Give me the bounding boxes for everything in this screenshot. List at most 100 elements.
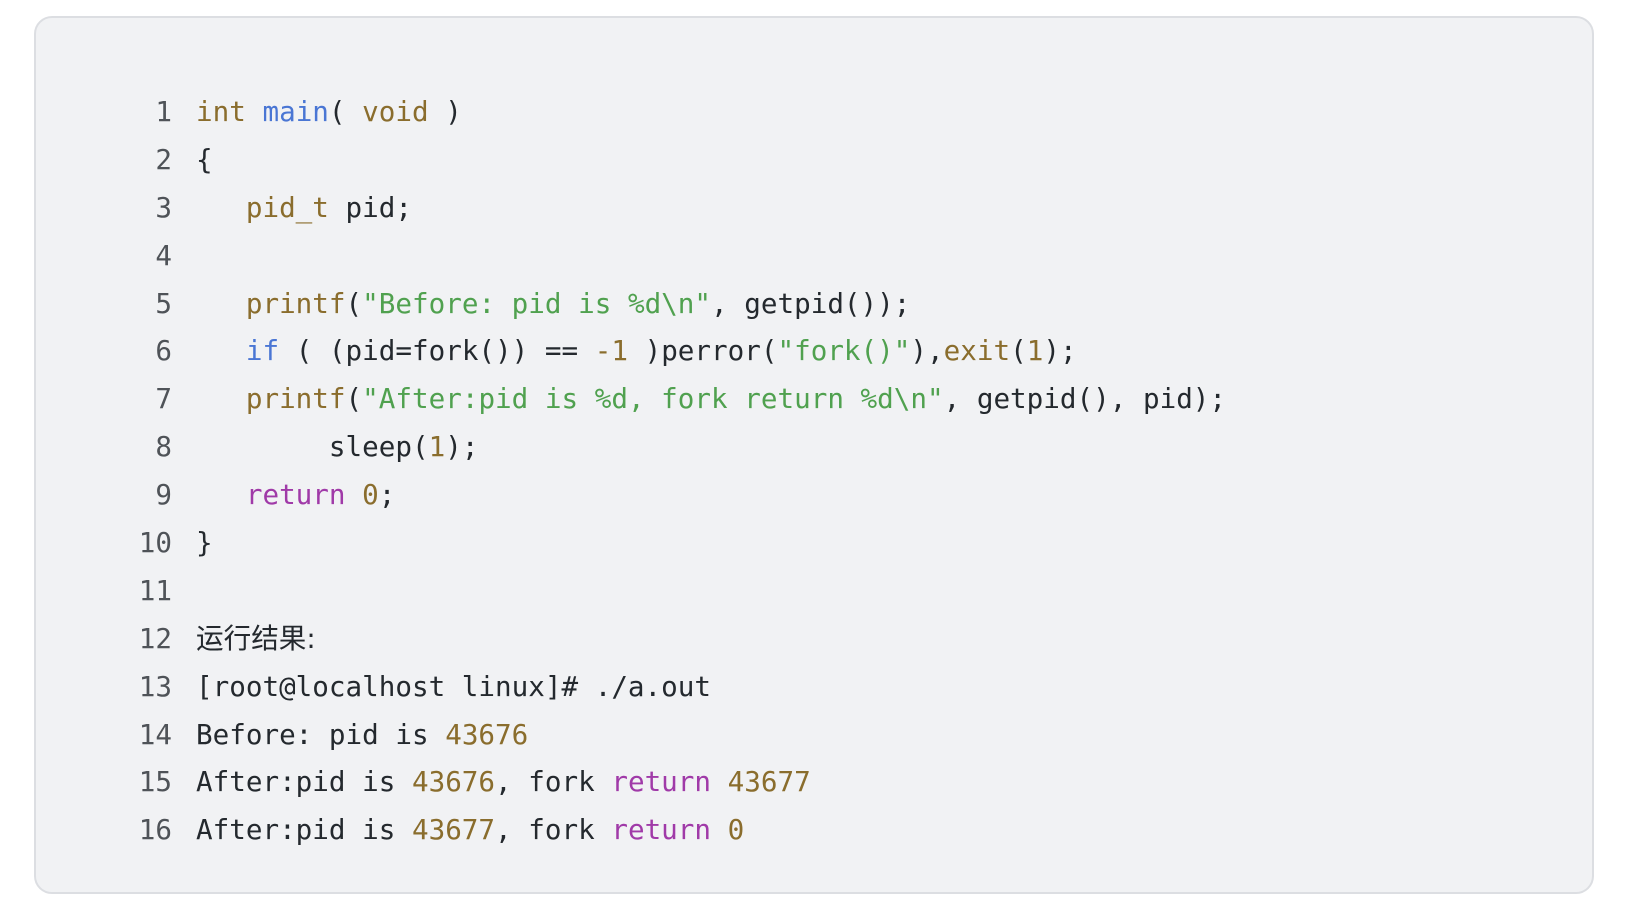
code-token: return	[611, 765, 712, 799]
line-number: 12	[138, 621, 172, 655]
code-token: }	[196, 526, 213, 560]
code-line: 14 Before: pid is 43676	[36, 711, 1592, 759]
line-number: 13	[138, 669, 172, 703]
code-token	[196, 191, 246, 224]
code-content: int main( void )	[196, 88, 462, 136]
line-number: 7	[155, 382, 172, 416]
code-content: }	[196, 519, 213, 567]
code-line: 15 After:pid is 43676, fork return 43677	[36, 758, 1592, 806]
code-token	[196, 287, 246, 320]
code-token: 1	[428, 430, 446, 464]
code-token	[246, 95, 263, 128]
code-line: 4	[36, 232, 1592, 280]
code-token: pid;	[328, 190, 412, 224]
code-token: {	[196, 142, 213, 176]
code-token: exit	[943, 334, 1011, 368]
line-number: 6	[155, 334, 172, 368]
code-content: printf("Before: pid is %d\n", getpid());	[196, 280, 911, 328]
code-token: , fork	[495, 813, 612, 847]
code-token	[711, 813, 728, 846]
code-token: , getpid());	[711, 286, 911, 320]
code-token	[346, 478, 363, 511]
code-content: After:pid is 43677, fork return 0	[196, 806, 744, 854]
code-token: )	[428, 95, 462, 128]
code-token: sleep(	[196, 430, 429, 464]
code-line: 13 [root@localhost linux]# ./a.out	[36, 663, 1592, 711]
code-token: pid_t	[245, 190, 329, 224]
line-number: 4	[155, 238, 172, 272]
line-number: 10	[138, 526, 172, 560]
code-token: "fork()"	[777, 334, 911, 368]
code-token: 43677	[411, 813, 496, 847]
code-content: if ( (pid=fork()) == -1 )perror("fork()"…	[196, 327, 1077, 375]
code-token: void	[362, 95, 429, 128]
code-content: 运行结果:	[196, 615, 316, 663]
code-content: return 0;	[196, 471, 396, 519]
code-content: [root@localhost linux]# ./a.out	[196, 663, 711, 711]
code-line: 6 if ( (pid=fork()) == -1 )perror("fork(…	[36, 327, 1592, 375]
code-token: ( (pid=fork()) ==	[279, 334, 595, 368]
code-token: 43676	[411, 765, 496, 799]
code-token: ),	[910, 334, 944, 368]
code-line: 5 printf("Before: pid is %d\n", getpid()…	[36, 280, 1592, 328]
code-content: Before: pid is 43676	[196, 711, 528, 759]
line-number: 2	[155, 142, 172, 176]
code-token: 0	[362, 478, 379, 512]
code-line: 7 printf("After:pid is %d, fork return %…	[36, 375, 1592, 423]
code-token	[196, 334, 246, 367]
code-content: After:pid is 43676, fork return 43677	[196, 758, 811, 806]
code-token: (	[1010, 334, 1027, 368]
code-token: )perror(	[627, 334, 778, 368]
code-line: 11	[36, 567, 1592, 615]
code-token: "Before: pid is %d\n"	[362, 286, 712, 320]
code-token: );	[1043, 334, 1077, 368]
code-token: , fork	[495, 765, 612, 799]
code-token: printf	[245, 286, 346, 320]
line-number: 16	[138, 813, 172, 847]
code-content: pid_t pid;	[196, 184, 412, 232]
code-token: After:pid is	[196, 765, 412, 799]
code-token: (	[328, 95, 363, 128]
code-token: main	[262, 95, 329, 128]
code-content: sleep(1);	[196, 423, 479, 471]
code-token	[711, 765, 728, 798]
code-line: 8 sleep(1);	[36, 423, 1592, 471]
line-number: 11	[138, 573, 172, 607]
code-token: 0	[727, 813, 745, 847]
line-number: 14	[138, 717, 172, 751]
code-token: if	[245, 334, 280, 368]
code-token: (	[345, 382, 363, 416]
code-line: 1 int main( void )	[36, 88, 1592, 136]
code-token: "After:pid is %d, fork return %d\n"	[362, 382, 944, 416]
code-token: 运行结果:	[196, 621, 316, 655]
code-content: {	[196, 136, 213, 184]
code-line: 3 pid_t pid;	[36, 184, 1592, 232]
code-token: ;	[378, 478, 396, 512]
code-token	[196, 478, 246, 511]
line-number: 15	[138, 765, 172, 799]
code-line: 10}	[36, 519, 1592, 567]
code-token: 43677	[727, 765, 811, 799]
code-token: );	[445, 430, 479, 464]
code-content: printf("After:pid is %d, fork return %d\…	[196, 375, 1226, 423]
line-number: 1	[155, 95, 172, 128]
code-token: -1	[594, 334, 628, 368]
code-token: printf	[245, 382, 346, 416]
code-line: 9 return 0;	[36, 471, 1592, 519]
code-line: 12 运行结果:	[36, 615, 1592, 663]
code-token: [root@localhost linux]# ./a.out	[196, 669, 711, 703]
code-token: Before: pid is	[196, 717, 446, 751]
code-token: 1	[1026, 334, 1044, 368]
line-number: 8	[155, 430, 172, 464]
code-token: return	[245, 478, 346, 512]
code-token: 43676	[445, 717, 529, 751]
code-token: int	[196, 95, 246, 128]
code-line: 2{	[36, 136, 1592, 184]
code-token: After:pid is	[196, 813, 412, 847]
code-token: return	[611, 813, 712, 847]
code-token	[196, 382, 246, 415]
line-number: 9	[155, 478, 172, 512]
line-number: 3	[155, 190, 172, 224]
